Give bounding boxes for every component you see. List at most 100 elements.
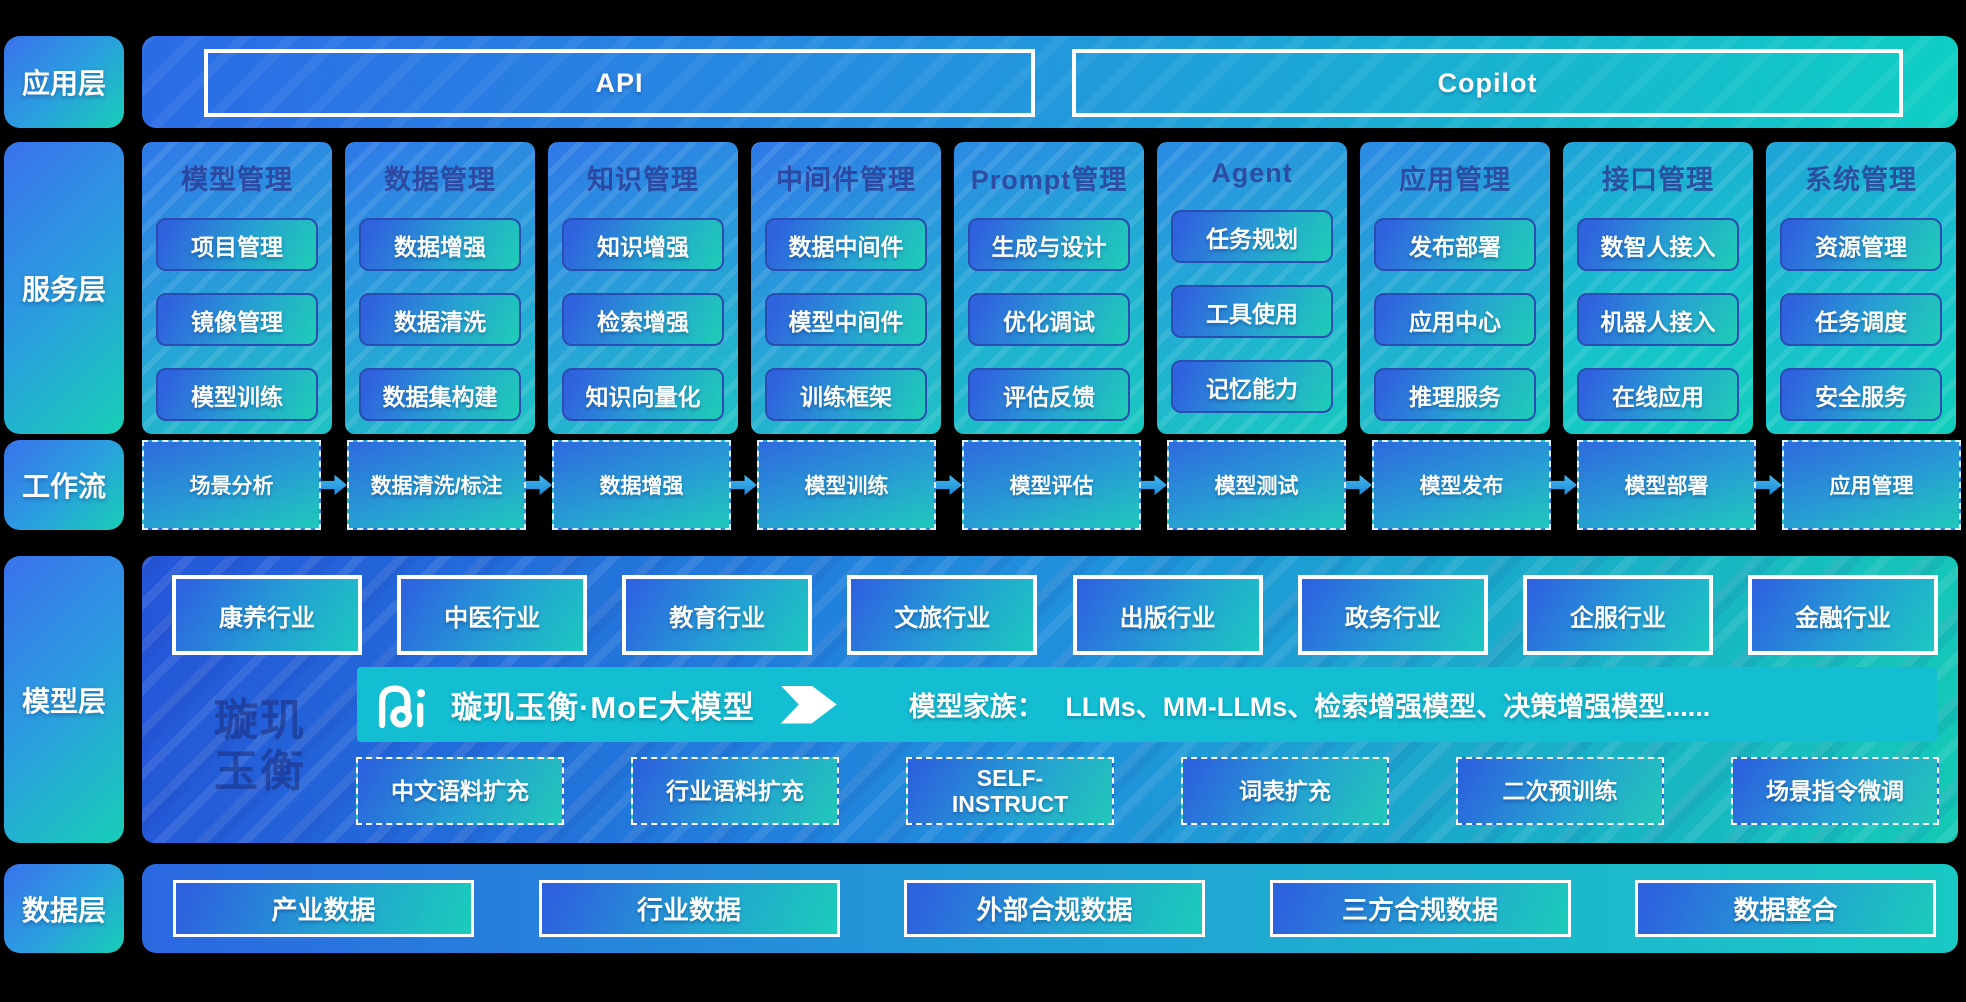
service-column-items: 任务规划 工具使用 记忆能力	[1157, 210, 1347, 413]
model-family-list: LLMs、MM-LLMs、检索增强模型、决策增强模型......	[1065, 692, 1711, 722]
service-column-prompt-mgmt: Prompt管理 生成与设计 优化调试 评估反馈	[954, 142, 1144, 434]
service-column-items: 资源管理 任务调度 安全服务	[1766, 218, 1956, 421]
service-item: 数据中间件	[765, 218, 927, 271]
workflow-step: 应用管理	[1782, 440, 1961, 530]
industry-box: 出版行业	[1072, 575, 1263, 655]
service-column-title: 数据管理	[384, 165, 496, 195]
service-column-system-mgmt: 系统管理 资源管理 任务调度 安全服务	[1766, 142, 1956, 434]
service-column-items: 生成与设计 优化调试 评估反馈	[954, 218, 1144, 421]
industry-box: 文旅行业	[847, 575, 1038, 655]
xuanji-yuheng-watermark: 璇玑 玉衡	[214, 696, 306, 797]
technique-box: 词表扩充	[1181, 757, 1389, 825]
industry-box: 企服行业	[1522, 575, 1713, 655]
workflow-step: 模型发布	[1372, 440, 1551, 530]
technique-box: 中文语料扩充	[356, 757, 564, 825]
technique-box: 二次预训练	[1456, 757, 1664, 825]
service-column-model-mgmt: 模型管理 项目管理 镜像管理 模型训练	[142, 142, 332, 434]
service-column-data-mgmt: 数据管理 数据增强 数据清洗 数据集构建	[345, 142, 535, 434]
service-item: 项目管理	[156, 218, 318, 271]
technique-row: 中文语料扩充 行业语料扩充 SELF- INSTRUCT 词表扩充 二次预训练 …	[356, 757, 1939, 825]
service-column-app-mgmt: 应用管理 发布部署 应用中心 推理服务	[1360, 142, 1550, 434]
service-item: 生成与设计	[968, 218, 1130, 271]
service-column-title: 应用管理	[1399, 165, 1511, 195]
flow-arrow-icon	[1551, 474, 1577, 496]
layer-label-application: 应用层	[4, 36, 124, 128]
service-column-items: 数智人接入 机器人接入 在线应用	[1563, 218, 1753, 421]
technique-box: 场景指令微调	[1731, 757, 1939, 825]
service-item: 数据清洗	[359, 293, 521, 346]
workflow-step: 模型部署	[1577, 440, 1756, 530]
service-item: 数智人接入	[1577, 218, 1739, 271]
flow-arrow-icon	[1141, 474, 1167, 496]
service-column-title: 中间件管理	[776, 165, 916, 195]
workflow-step: 模型训练	[757, 440, 936, 530]
watermark-line: 璇玑	[214, 696, 306, 745]
service-column-interface-mgmt: 接口管理 数智人接入 机器人接入 在线应用	[1563, 142, 1753, 434]
service-item: 发布部署	[1374, 218, 1536, 271]
service-item: 安全服务	[1780, 368, 1942, 421]
service-item: 数据增强	[359, 218, 521, 271]
service-item: 知识增强	[562, 218, 724, 271]
data-box: 产业数据	[173, 880, 474, 937]
service-column-agent: Agent 任务规划 工具使用 记忆能力	[1157, 142, 1347, 434]
industry-row: 康养行业 中医行业 教育行业 文旅行业 出版行业 政务行业 企服行业 金融行业	[142, 575, 1958, 655]
workflow-step: 模型测试	[1167, 440, 1346, 530]
workflow-step: 模型评估	[962, 440, 1141, 530]
flow-arrow-icon	[1346, 474, 1372, 496]
industry-box: 康养行业	[172, 575, 362, 655]
data-layer-band: 产业数据 行业数据 外部合规数据 三方合规数据 数据整合	[142, 864, 1958, 953]
layer-label-service: 服务层	[4, 142, 124, 434]
service-item: 应用中心	[1374, 293, 1536, 346]
flow-arrow-icon	[731, 474, 757, 496]
moe-model-banner: 璇玑玉衡·MoE大模型 模型家族： LLMs、MM-LLMs、检索增强模型、决策…	[357, 667, 1937, 742]
service-column-title: Prompt管理	[970, 165, 1128, 195]
service-item: 知识向量化	[562, 368, 724, 421]
workflow-row: 场景分析 数据清洗/标注 数据增强 模型训练 模型评估 模型测试 模型发布 模型…	[142, 440, 1961, 530]
service-item: 数据集构建	[359, 368, 521, 421]
copilot-box: Copilot	[1072, 49, 1903, 117]
banner-arrow-icon	[780, 685, 837, 724]
flow-arrow-icon	[1756, 474, 1782, 496]
service-column-title: 接口管理	[1602, 165, 1714, 195]
model-family: 模型家族： LLMs、MM-LLMs、检索增强模型、决策增强模型......	[909, 685, 1710, 724]
model-layer-panel: 康养行业 中医行业 教育行业 文旅行业 出版行业 政务行业 企服行业 金融行业 …	[142, 556, 1958, 843]
watermark-line: 玉衡	[214, 746, 306, 796]
workflow-step: 数据增强	[552, 440, 731, 530]
flow-arrow-icon	[936, 474, 962, 496]
data-box: 数据整合	[1635, 880, 1936, 937]
service-item: 工具使用	[1171, 285, 1333, 338]
data-box: 外部合规数据	[904, 880, 1205, 937]
layer-label-model: 模型层	[4, 556, 124, 843]
service-item: 优化调试	[968, 293, 1130, 346]
industry-box: 政务行业	[1297, 575, 1488, 655]
service-column-items: 项目管理 镜像管理 模型训练	[142, 218, 332, 421]
service-column-items: 数据增强 数据清洗 数据集构建	[345, 218, 535, 421]
api-box: API	[204, 49, 1035, 117]
service-item: 检索增强	[562, 293, 724, 346]
service-item: 在线应用	[1577, 368, 1739, 421]
technique-box: SELF- INSTRUCT	[906, 757, 1114, 825]
service-column-title: 知识管理	[587, 165, 699, 195]
technique-box: 行业语料扩充	[631, 757, 839, 825]
service-item: 镜像管理	[156, 293, 318, 346]
service-layer-row: 模型管理 项目管理 镜像管理 模型训练 数据管理 数据增强 数据清洗 数据集构建…	[142, 142, 1958, 434]
industry-box: 教育行业	[622, 575, 813, 655]
service-item: 机器人接入	[1577, 293, 1739, 346]
service-item: 模型中间件	[765, 293, 927, 346]
service-column-title: 模型管理	[181, 165, 293, 195]
service-column-items: 数据中间件 模型中间件 训练框架	[751, 218, 941, 421]
service-item: 推理服务	[1374, 368, 1536, 421]
layer-label-workflow: 工作流	[4, 440, 124, 530]
service-item: 资源管理	[1780, 218, 1942, 271]
layer-label-data: 数据层	[4, 864, 124, 953]
service-column-title: 系统管理	[1805, 165, 1917, 195]
service-item: 模型训练	[156, 368, 318, 421]
data-box: 行业数据	[538, 880, 840, 937]
flow-arrow-icon	[526, 474, 552, 496]
service-item: 评估反馈	[968, 368, 1130, 421]
service-column-items: 知识增强 检索增强 知识向量化	[548, 218, 738, 421]
moe-model-title: 璇玑玉衡·MoE大模型	[451, 690, 755, 725]
service-column-items: 发布部署 应用中心 推理服务	[1360, 218, 1550, 421]
data-box: 三方合规数据	[1269, 880, 1571, 937]
